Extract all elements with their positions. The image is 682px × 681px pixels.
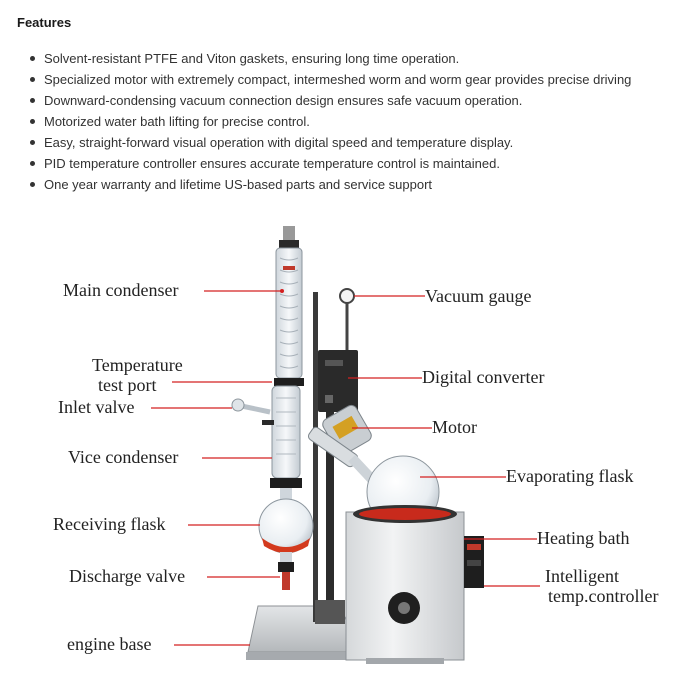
label-receiving-flask: Receiving flask: [53, 514, 165, 534]
features-list: Solvent-resistant PTFE and Viton gaskets…: [14, 48, 631, 195]
heating-bath: [345, 505, 465, 664]
label-motor: Motor: [432, 417, 477, 437]
vice-condenser: [262, 385, 302, 488]
label-vacuum-gauge: Vacuum gauge: [425, 286, 531, 306]
label-evaporating-flask: Evaporating flask: [506, 466, 633, 486]
digital-converter: [318, 350, 358, 412]
label-temperature-port: test port: [98, 375, 157, 395]
label-engine-base: engine base: [67, 634, 151, 654]
vacuum-gauge: [339, 288, 355, 350]
feature-item: Easy, straight-forward visual operation …: [14, 132, 631, 153]
rod-clamp: [315, 600, 345, 624]
label-discharge-valve: Discharge valve: [69, 566, 185, 586]
temp-controller: [464, 536, 484, 588]
discharge-valve: [278, 562, 294, 590]
support-rod: [326, 400, 334, 622]
feature-item: Downward-condensing vacuum connection de…: [14, 90, 631, 111]
receiving-flask: [258, 488, 314, 562]
feature-item: Specialized motor with extremely compact…: [14, 69, 631, 90]
leader-dot: [280, 289, 284, 293]
feature-item: Motorized water bath lifting for precise…: [14, 111, 631, 132]
label-temp-controller: temp.controller: [548, 586, 658, 606]
support-rod: [313, 292, 318, 622]
feature-item: Solvent-resistant PTFE and Viton gaskets…: [14, 48, 631, 69]
label-vice-condenser: Vice condenser: [68, 447, 178, 467]
label-main-condenser: Main condenser: [63, 280, 178, 300]
label-heating-bath: Heating bath: [537, 528, 629, 548]
rotary-evaporator-diagram: Main condenser Temperature test port Inl…: [53, 226, 658, 664]
label-intelligent: Intelligent: [545, 566, 619, 586]
label-temperature: Temperature: [92, 355, 183, 375]
inlet-valve: [231, 398, 271, 415]
feature-item: One year warranty and lifetime US-based …: [14, 174, 631, 195]
label-digital-converter: Digital converter: [422, 367, 544, 387]
main-condenser: [274, 226, 304, 386]
feature-item: PID temperature controller ensures accur…: [14, 153, 631, 174]
features-heading: Features: [17, 15, 72, 30]
label-inlet-valve: Inlet valve: [58, 397, 134, 417]
